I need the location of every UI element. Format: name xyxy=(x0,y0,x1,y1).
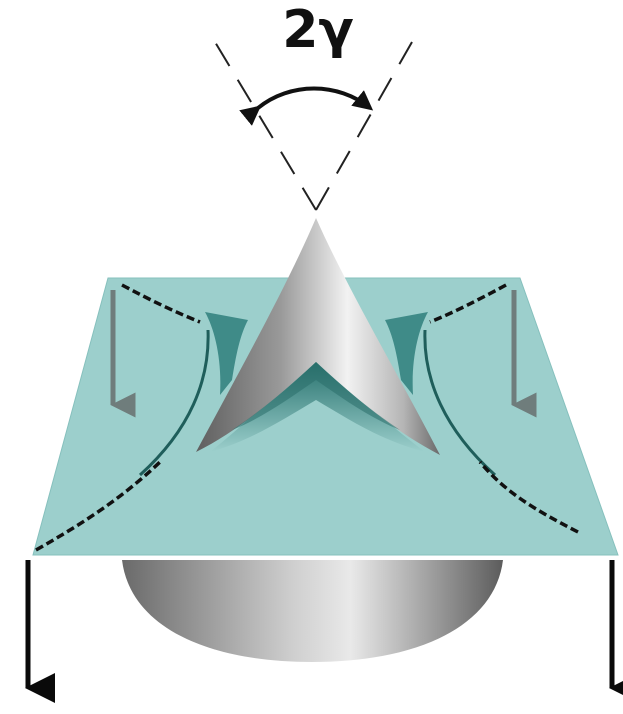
cone-base-dome xyxy=(122,560,503,662)
angle-guide-left xyxy=(215,42,316,210)
angle-arc-arrow xyxy=(258,89,370,109)
angle-guide-right xyxy=(316,42,412,210)
angle-label: 2γ xyxy=(268,4,368,56)
